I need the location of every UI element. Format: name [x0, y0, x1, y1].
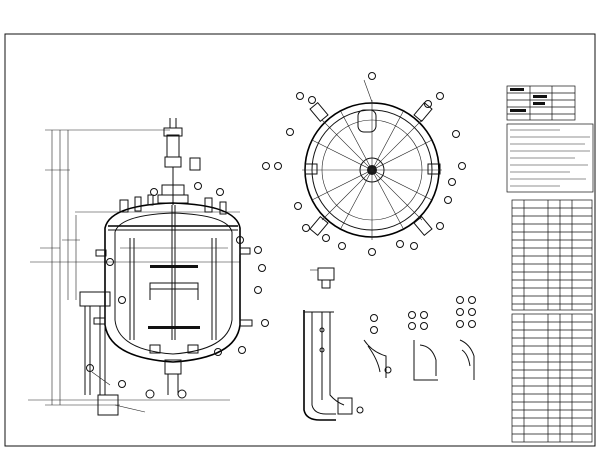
detail-weld-1 — [363, 314, 392, 378]
detail-jacket-section — [303, 310, 364, 421]
detail-nozzle — [310, 267, 335, 289]
elevation-part-bubbles — [86, 182, 269, 399]
reactor-elevation-view — [28, 118, 253, 416]
plan-part-bubbles — [262, 72, 466, 256]
detail-weld-2 — [408, 311, 438, 381]
reactor-plan-view — [302, 79, 442, 240]
detail-weld-3 — [456, 296, 476, 380]
nozzle-table — [511, 199, 593, 311]
notes-block — [506, 123, 594, 193]
drawing-border — [4, 33, 596, 447]
parts-list-table — [511, 313, 593, 443]
technical-data-table — [506, 85, 576, 121]
